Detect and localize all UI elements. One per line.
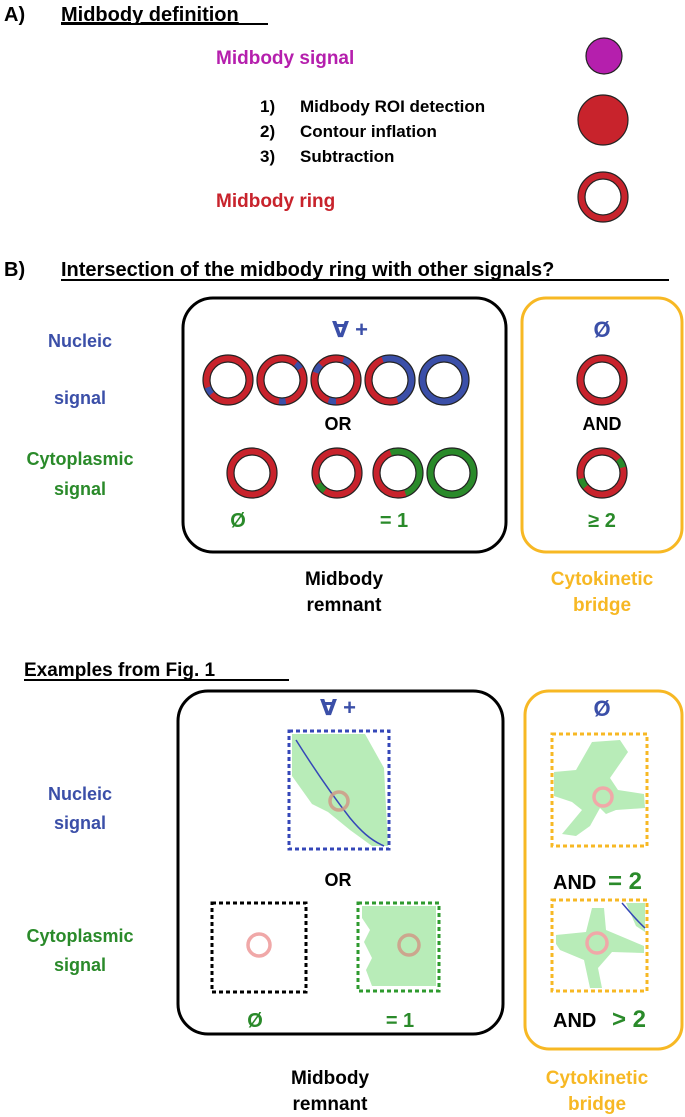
midbody-ring-label: Midbody ring	[216, 191, 335, 212]
step-3-text: Subtraction	[300, 147, 394, 166]
c-bridge-line2: bridge	[568, 1094, 626, 1115]
nucleic-ring-2	[256, 354, 308, 406]
c-equals-one-label: = 1	[386, 1010, 414, 1032]
c-equals-two-label: = 2	[608, 868, 642, 895]
section-a-title: Midbody definition	[61, 4, 239, 26]
step-2-number: 2)	[260, 122, 275, 141]
bridge-cyto-ring	[576, 447, 628, 499]
c-nucleic-line2: signal	[54, 813, 106, 833]
b-remnant-line1: Midbody	[305, 569, 384, 590]
nucleic-ring-1	[202, 354, 254, 406]
cyto-ring-empty	[226, 447, 278, 499]
bridge-two-example-panel	[550, 732, 649, 848]
bridge-examples-box	[523, 689, 684, 1051]
one-example-panel	[356, 901, 441, 993]
bridge-criteria-box	[520, 296, 684, 554]
b-bridge-empty-symbol: Ø	[593, 317, 610, 342]
step-3-number: 3)	[260, 147, 275, 166]
nucleic-ring-5	[418, 354, 470, 406]
b-and-label: AND	[583, 414, 622, 434]
section-b-title: Intersection of the midbody ring with ot…	[61, 259, 554, 281]
inflated-contour-disk	[577, 94, 629, 146]
remnant-criteria-box	[181, 296, 508, 554]
midbody-signal-label: Midbody signal	[216, 48, 354, 69]
midbody-signal-dot	[585, 37, 623, 75]
c-and-label-2: AND	[553, 1010, 596, 1032]
b-bridge-line1: Cytokinetic	[551, 569, 654, 590]
step-2-text: Contour inflation	[300, 122, 437, 141]
cyto-ring-1	[311, 447, 363, 499]
b-ge-two-label: ≥ 2	[588, 510, 616, 532]
bridge-nucleic-ring	[576, 354, 628, 406]
c-cyto-line2: signal	[54, 955, 106, 975]
midbody-ring-example	[577, 171, 629, 223]
cyto-ring-2	[372, 447, 424, 499]
c-or-label: OR	[325, 870, 352, 890]
step-1-text: Midbody ROI detection	[300, 97, 485, 116]
b-remnant-line2: remnant	[307, 595, 383, 616]
b-nucleic-line1: Nucleic	[48, 331, 112, 351]
b-empty-symbol: Ø	[230, 510, 246, 532]
c-remnant-line1: Midbody	[291, 1068, 370, 1089]
c-cyto-line1: Cytoplasmic	[26, 926, 133, 946]
c-nucleic-line1: Nucleic	[48, 784, 112, 804]
b-forall-plus-symbol: ∀ +	[332, 317, 368, 342]
c-forall-plus-symbol: ∀ +	[320, 695, 356, 720]
nucleic-ring-3	[310, 354, 362, 406]
b-or-label: OR	[325, 414, 352, 434]
nucleic-example-panel	[287, 729, 391, 851]
nucleic-ring-4	[364, 354, 416, 406]
c-and-label-1: AND	[553, 872, 596, 894]
b-equals-one-label: = 1	[380, 510, 408, 532]
empty-example-panel	[210, 901, 308, 994]
section-c-title: Examples from Fig. 1	[24, 660, 216, 681]
section-b-label: B)	[4, 259, 25, 281]
ring-group	[202, 354, 628, 499]
c-greater-two-label: > 2	[612, 1006, 646, 1033]
remnant-examples-box	[176, 689, 505, 1036]
b-cyto-line1: Cytoplasmic	[26, 449, 133, 469]
b-nucleic-line2: signal	[54, 388, 106, 408]
c-bridge-line1: Cytokinetic	[546, 1068, 649, 1089]
c-empty-symbol: Ø	[247, 1010, 263, 1032]
step-1-number: 1)	[260, 97, 275, 116]
bridge-more-example-panel	[550, 898, 649, 993]
section-a-label: A)	[4, 4, 25, 26]
cyto-ring-3	[426, 447, 478, 499]
c-remnant-line2: remnant	[293, 1094, 369, 1115]
b-cyto-line2: signal	[54, 479, 106, 499]
b-bridge-line2: bridge	[573, 595, 631, 616]
c-bridge-empty-symbol: Ø	[593, 696, 610, 721]
